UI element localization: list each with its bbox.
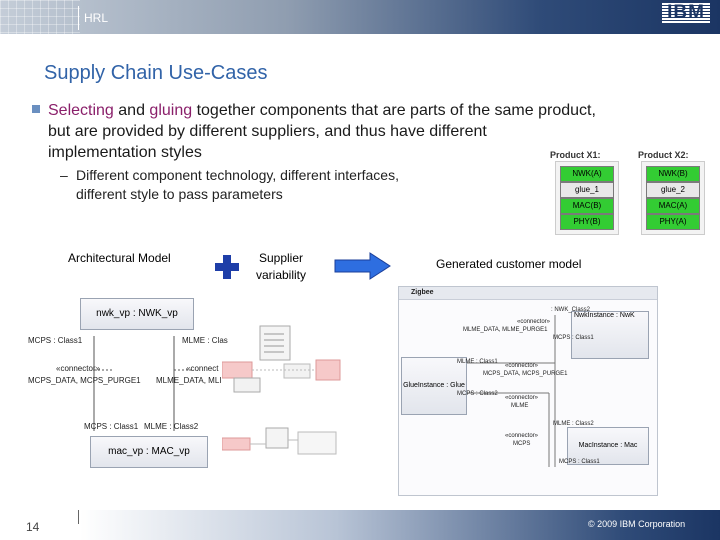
keyword-gluing: gluing bbox=[149, 102, 193, 119]
product-x2-item: MAC(A) bbox=[646, 198, 700, 214]
connector-stereotype: «connector» bbox=[505, 395, 539, 401]
mac-vp-label: mac_vp : MAC_vp bbox=[108, 446, 190, 457]
mlme-class1-port: MLME : Class1 bbox=[457, 359, 498, 365]
nwk-instance-component: NwkInstance : NwK bbox=[571, 311, 649, 359]
footer-separator bbox=[78, 510, 79, 524]
product-x2-item: glue_2 bbox=[646, 182, 700, 198]
product-x1-item: MAC(B) bbox=[560, 198, 614, 214]
product-x1-item: PHY(B) bbox=[560, 214, 614, 230]
diagram-tab-bar bbox=[399, 287, 657, 300]
zigbee-tab[interactable]: Zigbee bbox=[411, 289, 434, 296]
nwk-instance-label: NwkInstance : NwK bbox=[574, 312, 635, 319]
footer-bar bbox=[0, 510, 720, 540]
logo-stripes bbox=[662, 3, 710, 23]
connector-stereotype: «connector» bbox=[517, 319, 551, 325]
sub-bullet-text: Different component technology, differen… bbox=[76, 166, 399, 204]
supplier-variability-label: Supplier variability bbox=[250, 250, 312, 284]
connector-stereotype: «connect bbox=[186, 364, 219, 373]
page-number: 14 bbox=[26, 520, 40, 534]
arrow-right-icon bbox=[334, 252, 391, 280]
connector-value: MLME_DATA, MLME_PURGE1 bbox=[463, 327, 548, 333]
mcps-class1-port: MCPS : Class1 bbox=[559, 459, 600, 465]
connector-value: MLME bbox=[511, 403, 529, 409]
org-label: HRL bbox=[84, 11, 109, 25]
generated-customer-model-diagram: Zigbee NwkInstance : NwK : NWK_Class2 «c… bbox=[398, 286, 658, 496]
bullet-line2: but are provided by different suppliers,… bbox=[48, 123, 487, 140]
architectural-model-label: Architectural Model bbox=[68, 251, 171, 265]
mcps-class1-port: MCPS : Class1 bbox=[28, 336, 83, 345]
mlme-class2-port: MLME : Class2 bbox=[553, 421, 594, 427]
sub-line1: Different component technology, differen… bbox=[76, 167, 399, 183]
connector-value: MCPS bbox=[513, 441, 531, 447]
glue-instance-component: GlueInstance : Glue bbox=[401, 357, 467, 415]
architectural-model-diagram: nwk_vp : NWK_vp MCPS : Class1 MLME : Cla… bbox=[26, 296, 230, 476]
generated-model-label: Generated customer model bbox=[436, 257, 582, 271]
connector-stereotype: «connector» bbox=[505, 363, 539, 369]
supplier-label: Supplier bbox=[258, 251, 304, 265]
bullet-text: Selecting and gluing together components… bbox=[48, 100, 688, 163]
copyright-text: © 2009 IBM Corporation bbox=[588, 519, 686, 529]
product-x2-label: Product X2: bbox=[638, 150, 689, 160]
header-separator bbox=[78, 6, 79, 30]
product-x1-item: glue_1 bbox=[560, 182, 614, 198]
bullet-square-icon bbox=[32, 105, 40, 113]
bullet-line3: implementation styles bbox=[48, 144, 202, 161]
product-x2-item: PHY(A) bbox=[646, 214, 700, 230]
sub-bullet-dash: – bbox=[60, 167, 68, 183]
mac-instance-label: MacInstance : Mac bbox=[578, 442, 638, 449]
variability-label: variability bbox=[255, 268, 306, 282]
ibm-logo-text: IBM bbox=[667, 2, 705, 23]
mcps-class1-port: MCPS : Class1 bbox=[553, 335, 594, 341]
sub-line2: different style to pass parameters bbox=[76, 186, 283, 202]
generated-model-connectors bbox=[467, 315, 556, 467]
mac-vp-component: mac_vp : MAC_vp bbox=[90, 436, 208, 468]
nwk-vp-component: nwk_vp : NWK_vp bbox=[80, 298, 194, 330]
product-x2-item: NWK(B) bbox=[646, 166, 700, 182]
ibm-logo: IBM bbox=[662, 2, 710, 29]
plus-icon bbox=[215, 255, 239, 279]
connector-value: MCPS_DATA, MCPS_PURGE1 bbox=[483, 371, 568, 377]
mlme-class2-port: MLME : Class2 bbox=[144, 422, 199, 431]
arch-connector-lines bbox=[93, 336, 194, 431]
product-x1-label: Product X1: bbox=[550, 150, 601, 160]
header-bar: HRL IBM bbox=[0, 0, 720, 34]
product-x1-item: NWK(A) bbox=[560, 166, 614, 182]
mlme-port: MLME : Clas bbox=[182, 336, 228, 345]
bullet-and: and bbox=[113, 102, 150, 119]
mlme-data-label: MLME_DATA, MLI bbox=[156, 376, 222, 385]
keyword-selecting: Selecting bbox=[48, 102, 114, 119]
nwk-class2-port: : NWK_Class2 bbox=[551, 307, 591, 313]
mcps-data-label: MCPS_DATA, MCPS_PURGE1 bbox=[28, 376, 141, 385]
mcps-class2-port: MCPS : Class2 bbox=[457, 391, 498, 397]
connector-stereotype: «connector» bbox=[56, 364, 101, 373]
nwk-vp-label: nwk_vp : NWK_vp bbox=[96, 308, 178, 319]
bullet-line1-rest: together components that are parts of th… bbox=[192, 102, 596, 119]
slide-title: Supply Chain Use-Cases bbox=[44, 62, 268, 84]
supplier-variability-thumbnail bbox=[222, 325, 341, 455]
connector-stereotype: «connector» bbox=[505, 433, 539, 439]
header-grid-decoration bbox=[0, 0, 80, 34]
glue-instance-label: GlueInstance : Glue bbox=[403, 382, 465, 389]
footer-gradient bbox=[80, 510, 720, 540]
mac-instance-component: MacInstance : Mac bbox=[567, 427, 649, 465]
mcps-class1-port: MCPS : Class1 bbox=[84, 422, 139, 431]
